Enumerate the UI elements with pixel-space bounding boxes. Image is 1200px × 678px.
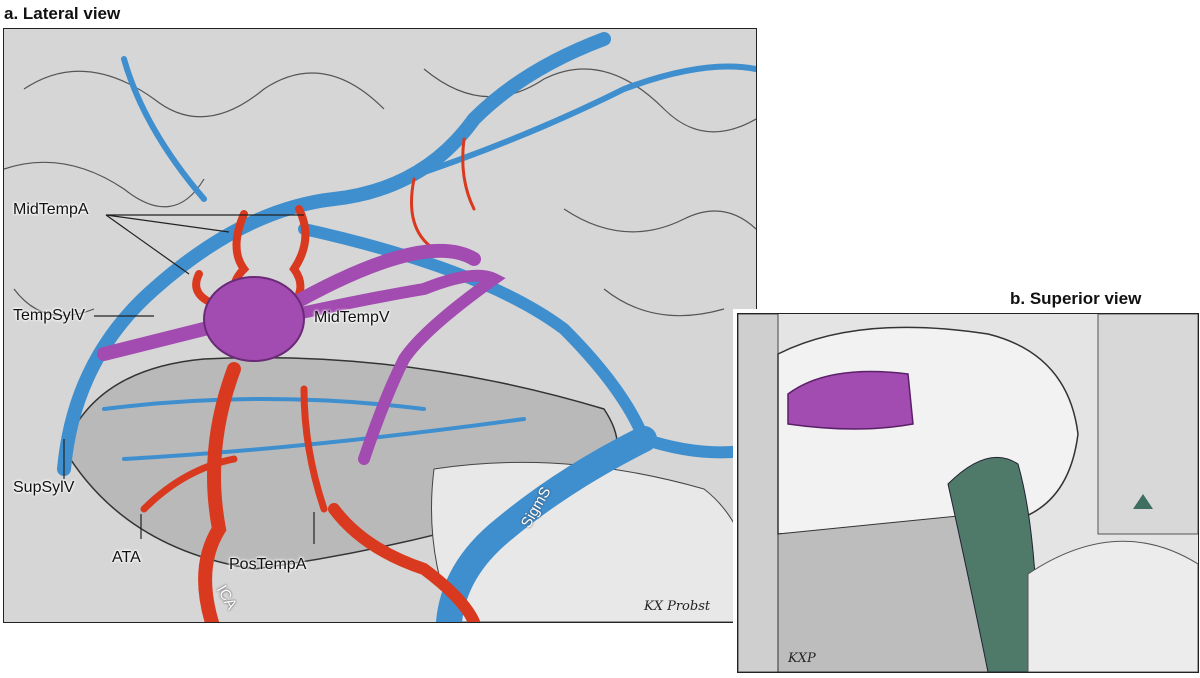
brainstem: [1027, 540, 1198, 672]
gyri: [4, 68, 756, 317]
lateral-view-panel: MidTempA TempSylV MidTempV SupSylV ATA P…: [3, 28, 757, 623]
panel-b-title: b. Superior view: [1010, 289, 1142, 308]
lateral-view-illustration: [4, 29, 756, 622]
leader-lines: [63, 214, 315, 544]
artist-signature: KX Probst: [644, 599, 711, 614]
artist-signature-b: KXP: [788, 651, 816, 666]
superior-view-panel: KXP: [733, 309, 1200, 677]
avm-nidus-superior: [787, 370, 914, 430]
label-mid-temp-a: MidTempA: [13, 201, 89, 218]
white-matter: [777, 326, 1079, 535]
avm-nidus: [203, 276, 305, 362]
label-temp-sylv: TempSylV: [13, 307, 86, 324]
temporal-gyri: [777, 513, 989, 672]
label-mid-temp-v: MidTempV: [314, 309, 390, 326]
veins: [57, 32, 756, 622]
label-pos-temp-a: PosTempA: [229, 556, 307, 573]
cerebellum: [431, 461, 756, 622]
panel-a-title: a. Lateral view: [4, 4, 121, 23]
superior-view-illustration: [738, 314, 1198, 672]
label-sup-sylv: SupSylV: [13, 479, 75, 496]
label-ata: ATA: [112, 549, 141, 566]
